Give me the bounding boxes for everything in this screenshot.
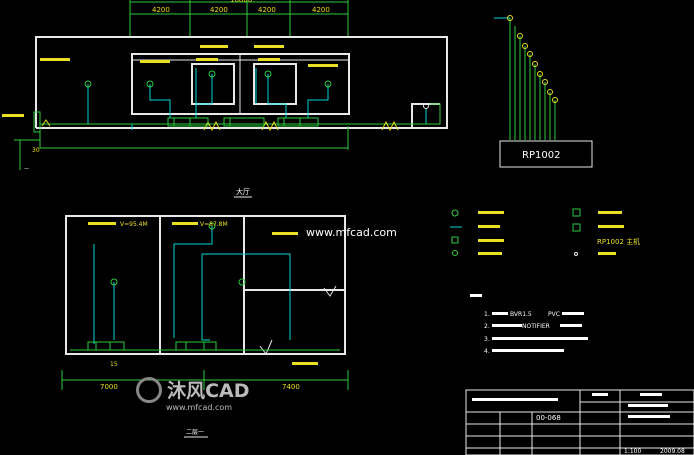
note-text: NOTIFIER bbox=[522, 323, 550, 330]
dim-label: 4200 bbox=[152, 6, 170, 14]
notes: 1. BVR1.5 PVC 2. NOTIFIER 3. 4. bbox=[470, 294, 588, 355]
note-text: BVR1.5 bbox=[510, 311, 532, 318]
brand-name: 沐风CAD bbox=[167, 380, 250, 402]
plan-1: 30 大厅 一 bbox=[2, 36, 448, 198]
room-volume: V=87.8M bbox=[200, 221, 228, 228]
logo-icon bbox=[136, 376, 162, 403]
top-dimension-chain: 16800 4200 4200 4200 4200 bbox=[129, 0, 349, 36]
dim-label: 7400 bbox=[282, 383, 300, 391]
panel-label: RP1002 bbox=[522, 150, 560, 161]
brand-url: www.mfcad.com bbox=[166, 403, 233, 412]
legend: RP1002 主机 bbox=[450, 208, 640, 256]
dim-label: 30 bbox=[32, 147, 40, 154]
plan-2: V=95.4M V=87.8M 15 7000 7400 二层一 bbox=[61, 215, 349, 438]
note-number: 4. bbox=[484, 348, 490, 355]
drawing-code: 00-068 bbox=[536, 414, 561, 422]
note-number: 2. bbox=[484, 323, 490, 330]
dim-label: 16800 bbox=[230, 0, 252, 4]
view-label: 大厅 bbox=[236, 187, 250, 196]
dim-label: 4200 bbox=[210, 6, 228, 14]
view-label: 二层一 bbox=[186, 429, 204, 436]
dim-label: 4200 bbox=[258, 6, 276, 14]
svg-text:一: 一 bbox=[24, 167, 29, 173]
drawing-date: 2009.08 bbox=[660, 448, 685, 455]
dim-label: 15 bbox=[110, 361, 118, 368]
title-block: 00-068 1:100 2009.08 bbox=[465, 389, 694, 455]
center-watermark: www.mfcad.com bbox=[306, 226, 397, 239]
legend-rp-label: RP1002 主机 bbox=[597, 237, 640, 246]
dim-label: 7000 bbox=[100, 383, 118, 391]
drawing-scale: 1:100 bbox=[624, 448, 641, 455]
note-text: PVC bbox=[548, 311, 560, 318]
dim-label: 4200 bbox=[312, 6, 330, 14]
logo-watermark: 沐风CAD www.mfcad.com bbox=[136, 376, 276, 412]
rp1002-panel bbox=[499, 140, 593, 168]
riser-diagram: RP1002 bbox=[494, 15, 593, 168]
note-number: 1. bbox=[484, 311, 490, 318]
room-volume: V=95.4M bbox=[120, 221, 148, 228]
note-number: 3. bbox=[484, 336, 490, 343]
